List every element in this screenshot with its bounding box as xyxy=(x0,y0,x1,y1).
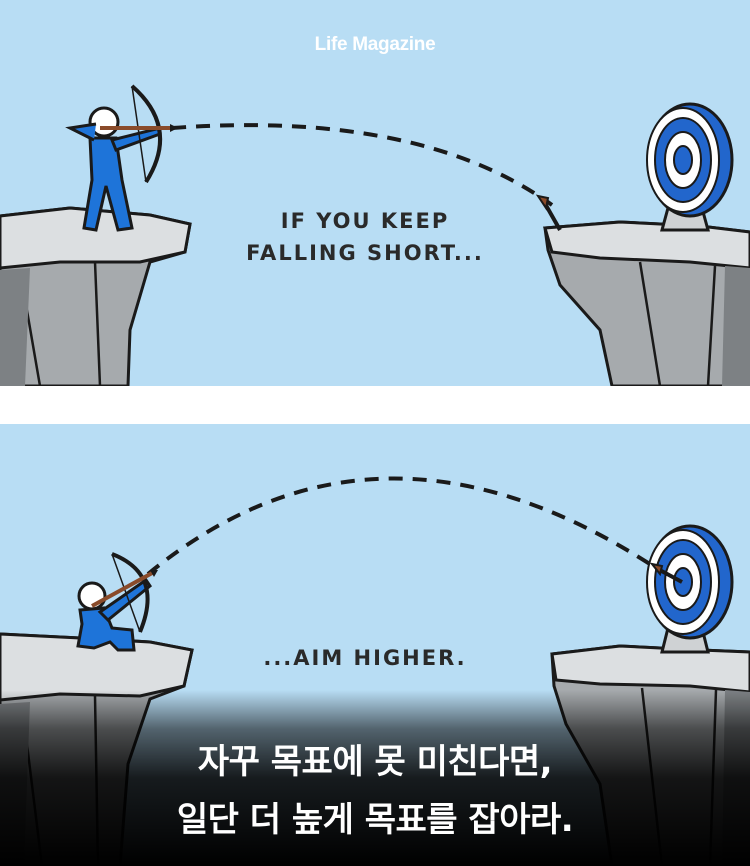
comic-panel-top: Life Magazine IF YOU KEEP FALLING SHORT.… xyxy=(0,0,750,386)
panel-bottom-caption: ...AIM HIGHER. xyxy=(263,646,467,670)
left-cliff xyxy=(0,206,192,386)
archer-kneeling-icon xyxy=(76,552,158,652)
comic-panel-bottom: ...AIM HIGHER. 자꾸 목표에 못 미친다면, 일단 더 높게 목표… xyxy=(0,424,750,866)
fallen-arrow-icon xyxy=(535,194,562,231)
archer-standing-icon xyxy=(65,84,178,232)
panel-top-illustration xyxy=(0,0,750,386)
target-icon xyxy=(646,102,734,232)
target-hit-icon xyxy=(646,524,734,654)
brand-logo-text: Life Magazine xyxy=(314,34,436,55)
panel-top-caption: IF YOU KEEP FALLING SHORT... xyxy=(246,209,484,265)
korean-caption-line-2: 일단 더 높게 목표를 잡아라. xyxy=(176,800,574,840)
korean-caption-line-1: 자꾸 목표에 못 미친다면, xyxy=(197,742,553,782)
arrow-trajectory-short xyxy=(171,123,554,207)
right-cliff xyxy=(543,220,750,386)
caption-gradient-overlay xyxy=(0,690,750,866)
arrow-trajectory-high xyxy=(146,476,664,576)
